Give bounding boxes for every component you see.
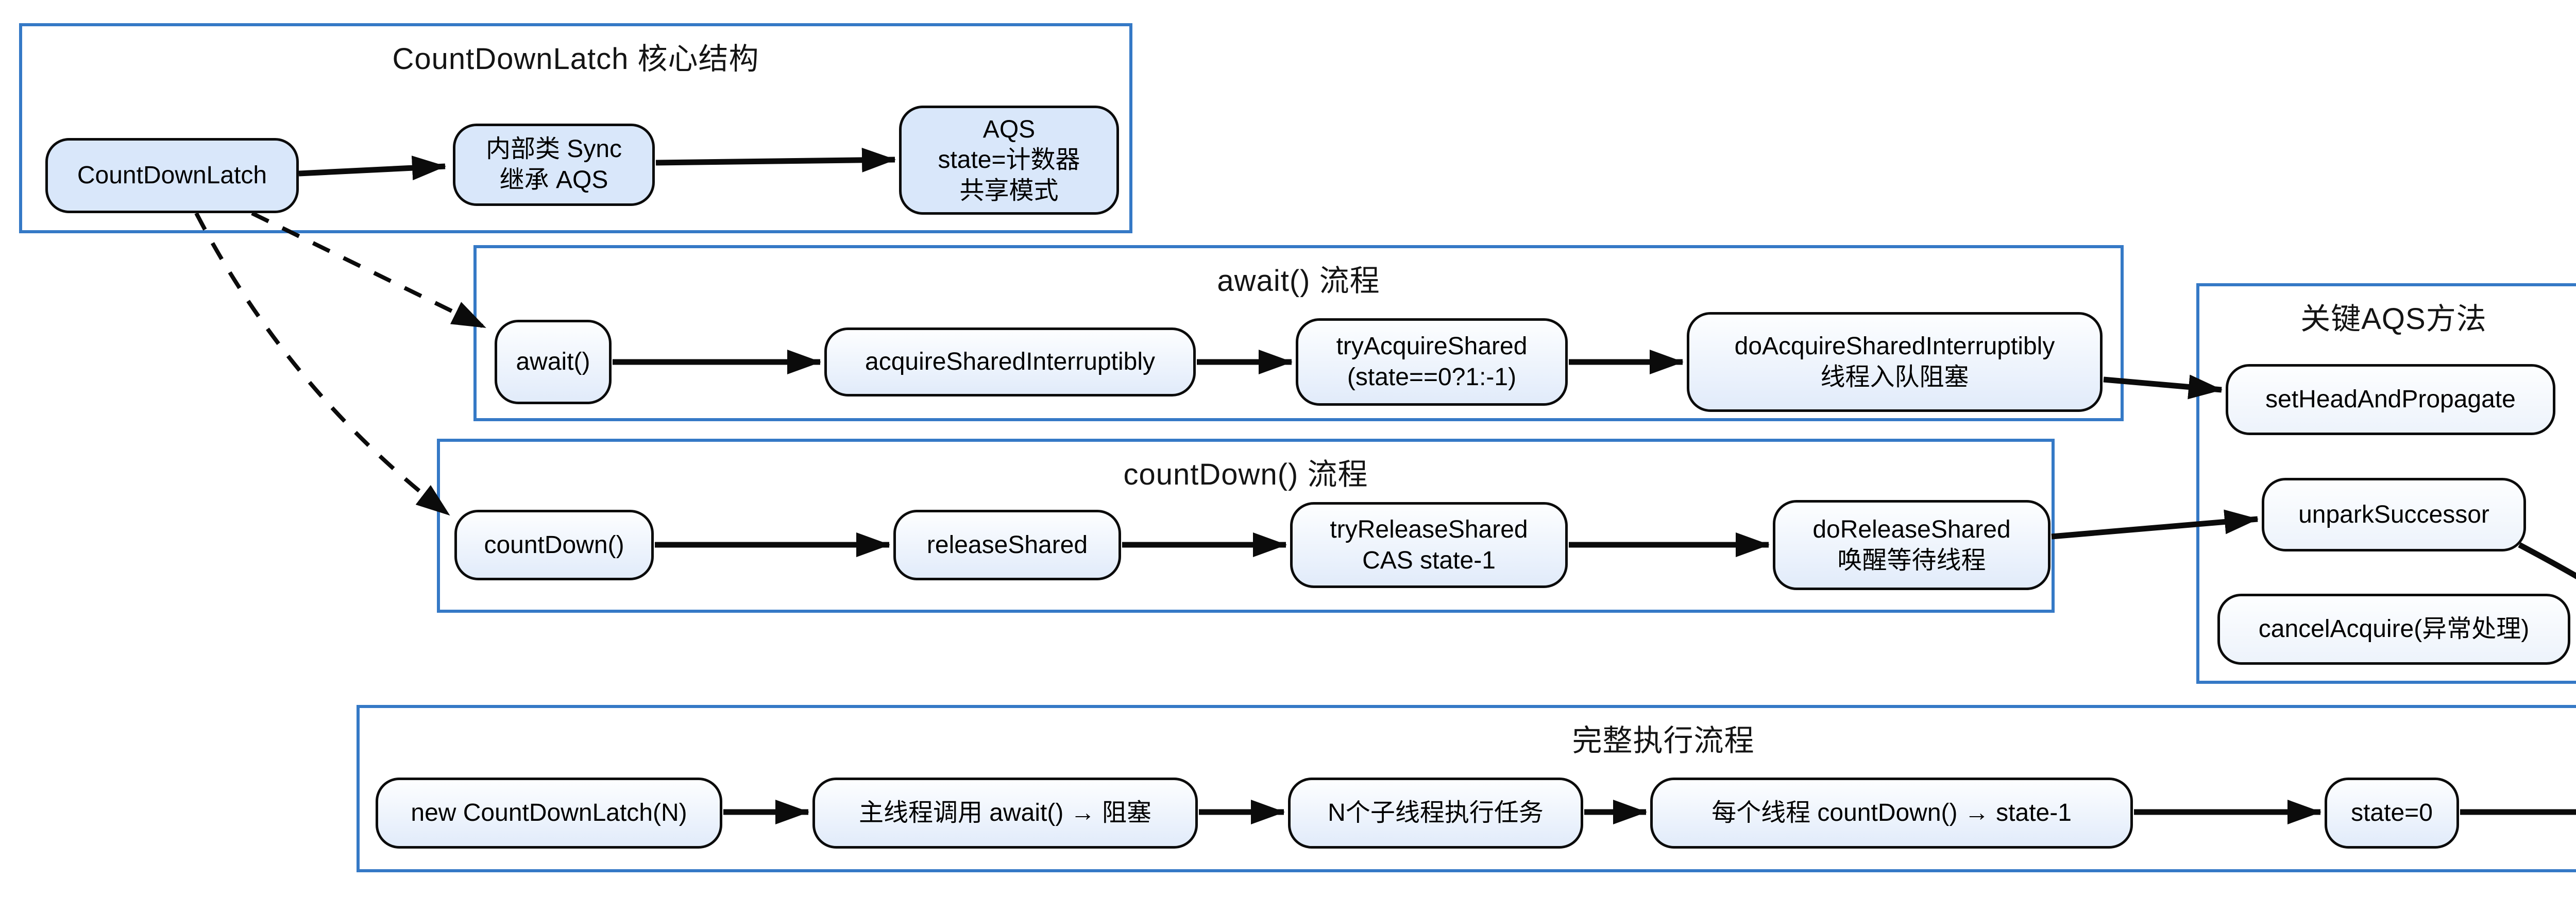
- node-new-countdownlatch: new CountDownLatch(N): [376, 778, 722, 849]
- edge-dorelease-unpark: [2051, 509, 2259, 540]
- node-each-countdown: 每个线程 countDown() → state-1: [1650, 778, 2133, 849]
- group-full-title: 完整执行流程: [1572, 724, 1755, 757]
- group-full-flow: 完整执行流程: [357, 705, 2576, 872]
- node-aqs-state: AQS state=计数器 共享模式: [899, 106, 1119, 215]
- group-countdown-title: countDown() 流程: [1123, 458, 1368, 491]
- group-await-flow: await() 流程: [473, 245, 2124, 421]
- edge-countdownlatch-innersync: [298, 156, 446, 181]
- node-try-release-shared: tryReleaseShared CAS state-1: [1290, 502, 1568, 588]
- group-aqs-title: 关键AQS方法: [2300, 302, 2487, 336]
- group-await-title: await() 流程: [1217, 264, 1380, 298]
- group-aqs-methods: 关键AQS方法: [2196, 283, 2576, 684]
- node-countdown: countDown(): [454, 510, 654, 580]
- node-cancel-acquire: cancelAcquire(异常处理): [2217, 594, 2570, 665]
- node-countdownlatch: CountDownLatch: [45, 138, 299, 213]
- node-release-shared: releaseShared: [893, 510, 1121, 580]
- node-do-release-shared: doReleaseShared 唤醒等待线程: [1773, 500, 2050, 590]
- edge-doacquire-sethead: [2103, 374, 2223, 400]
- node-unpark-successor: unparkSuccessor: [2262, 478, 2526, 551]
- node-acquire-shared-interruptibly: acquireSharedInterruptibly: [824, 327, 1196, 396]
- edge-unpark-wakemain: [2518, 542, 2576, 579]
- edge-innersync-aqsstate: [655, 147, 896, 173]
- node-do-acquire-shared-interruptibly: doAcquireSharedInterruptibly 线程入队阻塞: [1687, 312, 2103, 412]
- node-try-acquire-shared: tryAcquireShared (state==0?1:-1): [1296, 318, 1568, 406]
- group-countdown-flow: countDown() 流程: [437, 439, 2055, 613]
- node-await: await(): [495, 320, 612, 404]
- node-set-head-and-propagate: setHeadAndPropagate: [2226, 364, 2555, 435]
- group-core-title: CountDownLatch 核心结构: [392, 42, 759, 76]
- edge-dashed-countdownlatch-await: [251, 211, 486, 330]
- node-state-zero: state=0: [2325, 778, 2459, 849]
- node-main-await-block: 主线程调用 await() → 阻塞: [812, 778, 1198, 849]
- edge-dashed-countdownlatch-countdown: [194, 212, 451, 517]
- node-n-threads-run: N个子线程执行任务: [1288, 778, 1583, 849]
- node-inner-sync: 内部类 Sync 继承 AQS: [453, 124, 655, 206]
- group-core-structure: CountDownLatch 核心结构: [19, 23, 1132, 233]
